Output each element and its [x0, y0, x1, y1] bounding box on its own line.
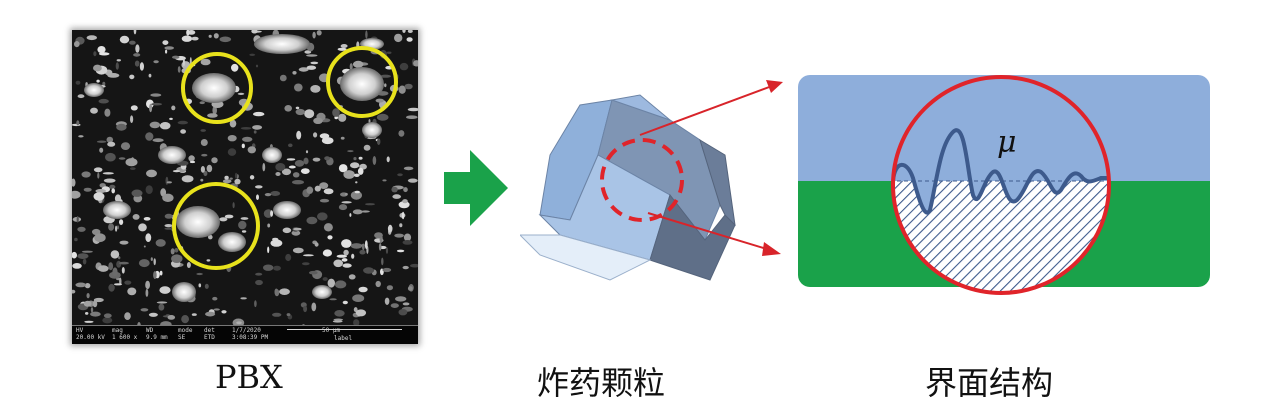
sem-hv: HV 20.00 kV — [76, 327, 105, 341]
highlight-circle — [326, 46, 398, 118]
caption-interface: 界面结构 — [925, 364, 1054, 402]
caption-particle: 炸药颗粒 — [537, 364, 666, 402]
sem-micrograph: HV 20.00 kV mag 1 600 x WD 9.9 mm mode S… — [72, 30, 418, 344]
roughness-symbol: μ — [997, 125, 1017, 160]
sem-scale: 50 µm — [322, 327, 341, 334]
sem-label: label — [334, 335, 353, 342]
magnifier-circle — [891, 75, 1111, 295]
sem-info-bar: HV 20.00 kV mag 1 600 x WD 9.9 mm mode S… — [72, 325, 418, 344]
sem-wd: WD 9.9 mm — [146, 327, 168, 341]
sem-date: 1/7/2020 3:08:39 PM — [232, 327, 269, 341]
sem-particles — [72, 30, 418, 326]
explosive-crystal — [520, 94, 736, 281]
interface-structure: μ — [798, 75, 1210, 295]
transition-arrow-icon — [444, 150, 508, 226]
highlight-circle — [181, 52, 253, 124]
caption-pbx: PBX — [215, 358, 283, 396]
highlight-circle — [172, 182, 260, 270]
magnified-region — [600, 138, 684, 222]
sem-det: det ETD — [204, 327, 215, 341]
sem-scale-bar — [287, 329, 402, 330]
sem-mode: mode SE — [178, 327, 193, 341]
sem-mag: mag 1 600 x — [112, 327, 138, 341]
